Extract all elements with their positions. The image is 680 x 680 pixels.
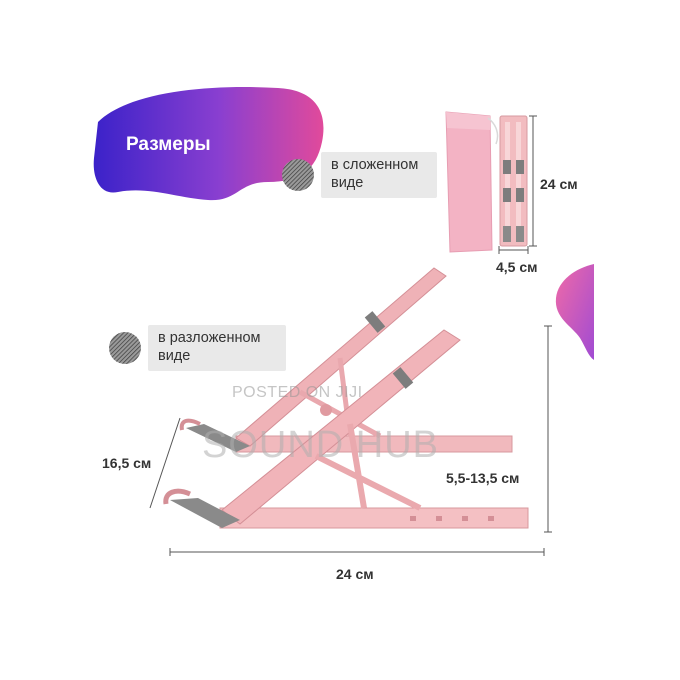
- hatched-circle-icon: [282, 159, 314, 191]
- unfolded-label-text: в разложенном виде: [148, 325, 286, 371]
- unfolded-dimension-lines: [149, 325, 552, 556]
- folded-label: в сложенном виде: [281, 152, 437, 198]
- folded-dimension-lines: [498, 115, 537, 254]
- folded-stand: [499, 115, 528, 247]
- folded-height-label: 24 см: [540, 176, 578, 192]
- unfolded-stand: [163, 267, 529, 529]
- page-title: Размеры: [126, 134, 211, 155]
- unfolded-height-label: 16,5 см: [102, 455, 152, 471]
- carry-pouch: [445, 111, 499, 253]
- folded-width-label: 4,5 см: [496, 259, 538, 275]
- unfolded-range-label: 5,5-13,5 см: [446, 470, 520, 486]
- unfolded-length-label: 24 см: [336, 566, 374, 582]
- edge-blob: [555, 264, 594, 360]
- unfolded-label: в разложенном виде: [108, 325, 286, 371]
- folded-label-text: в сложенном виде: [321, 152, 437, 198]
- hatched-circle-icon: [109, 332, 141, 364]
- title-blob: [93, 87, 324, 201]
